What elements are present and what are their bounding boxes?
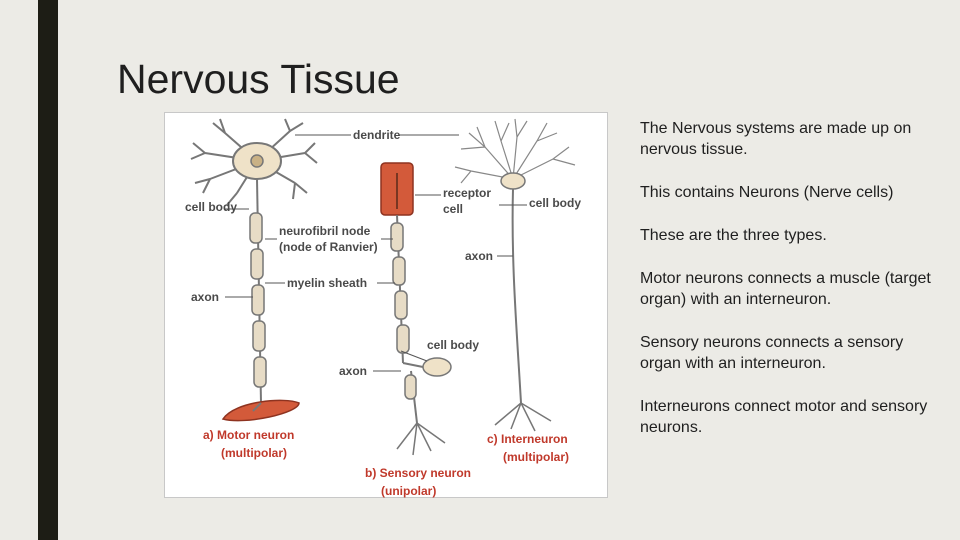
interneuron-terminals	[494, 402, 552, 432]
caption-sensory-type: (unipolar)	[381, 484, 436, 498]
label-receptor: receptor	[443, 186, 491, 200]
interneuron-dendrites	[454, 118, 576, 184]
label-node-of-ranvier: (node of Ranvier)	[279, 240, 378, 254]
caption-interneuron-type: (multipolar)	[503, 450, 569, 464]
label-axon-right: axon	[465, 249, 493, 263]
caption-interneuron: c) Interneuron	[487, 432, 568, 446]
paragraph-nervous-systems: The Nervous systems are made up on nervo…	[640, 120, 912, 158]
label-cell-body-mid: cell body	[427, 338, 479, 352]
label-receptor-cell: cell	[443, 202, 463, 216]
paragraph-neurons: This contains Neurons (Nerve cells)	[640, 184, 894, 201]
caption-sensory-neuron: b) Sensory neuron	[365, 466, 471, 480]
label-cell-body-right: cell body	[529, 196, 581, 210]
slide-accent-bar	[38, 0, 58, 540]
neuron-diagram-svg: dendrite cell body receptor cell cell bo…	[185, 118, 581, 498]
label-cell-body-left: cell body	[185, 200, 237, 214]
paragraph-sensory-neurons: Sensory neurons connects a sensory organ…	[640, 334, 904, 372]
sensory-cell-body	[422, 357, 452, 377]
paragraph-motor-neurons: Motor neurons connects a muscle (target …	[640, 270, 931, 308]
motor-nucleus	[250, 154, 264, 168]
leader-lines	[225, 134, 527, 372]
sensory-myelin-segments	[390, 222, 410, 354]
label-dendrite: dendrite	[353, 128, 401, 142]
neuron-diagram: dendrite cell body receptor cell cell bo…	[164, 112, 608, 498]
label-axon-left: axon	[191, 290, 219, 304]
label-neurofibril-node: neurofibril node	[279, 224, 371, 238]
interneuron-cell-body	[500, 172, 526, 190]
label-axon-mid: axon	[339, 364, 367, 378]
slide-body: The Nervous systems are made up on nervo…	[640, 118, 940, 460]
caption-motor-neuron: a) Motor neuron	[203, 428, 294, 442]
sensory-terminals	[396, 422, 446, 456]
paragraph-interneurons: Interneurons connect motor and sensory n…	[640, 398, 928, 436]
muscle-fiber	[221, 399, 300, 422]
label-myelin-sheath: myelin sheath	[287, 276, 367, 290]
motor-myelin-segments	[249, 212, 267, 388]
caption-motor-type: (multipolar)	[221, 446, 287, 460]
slide-title: Nervous Tissue	[117, 56, 400, 102]
paragraph-three-types: These are the three types.	[640, 227, 827, 244]
